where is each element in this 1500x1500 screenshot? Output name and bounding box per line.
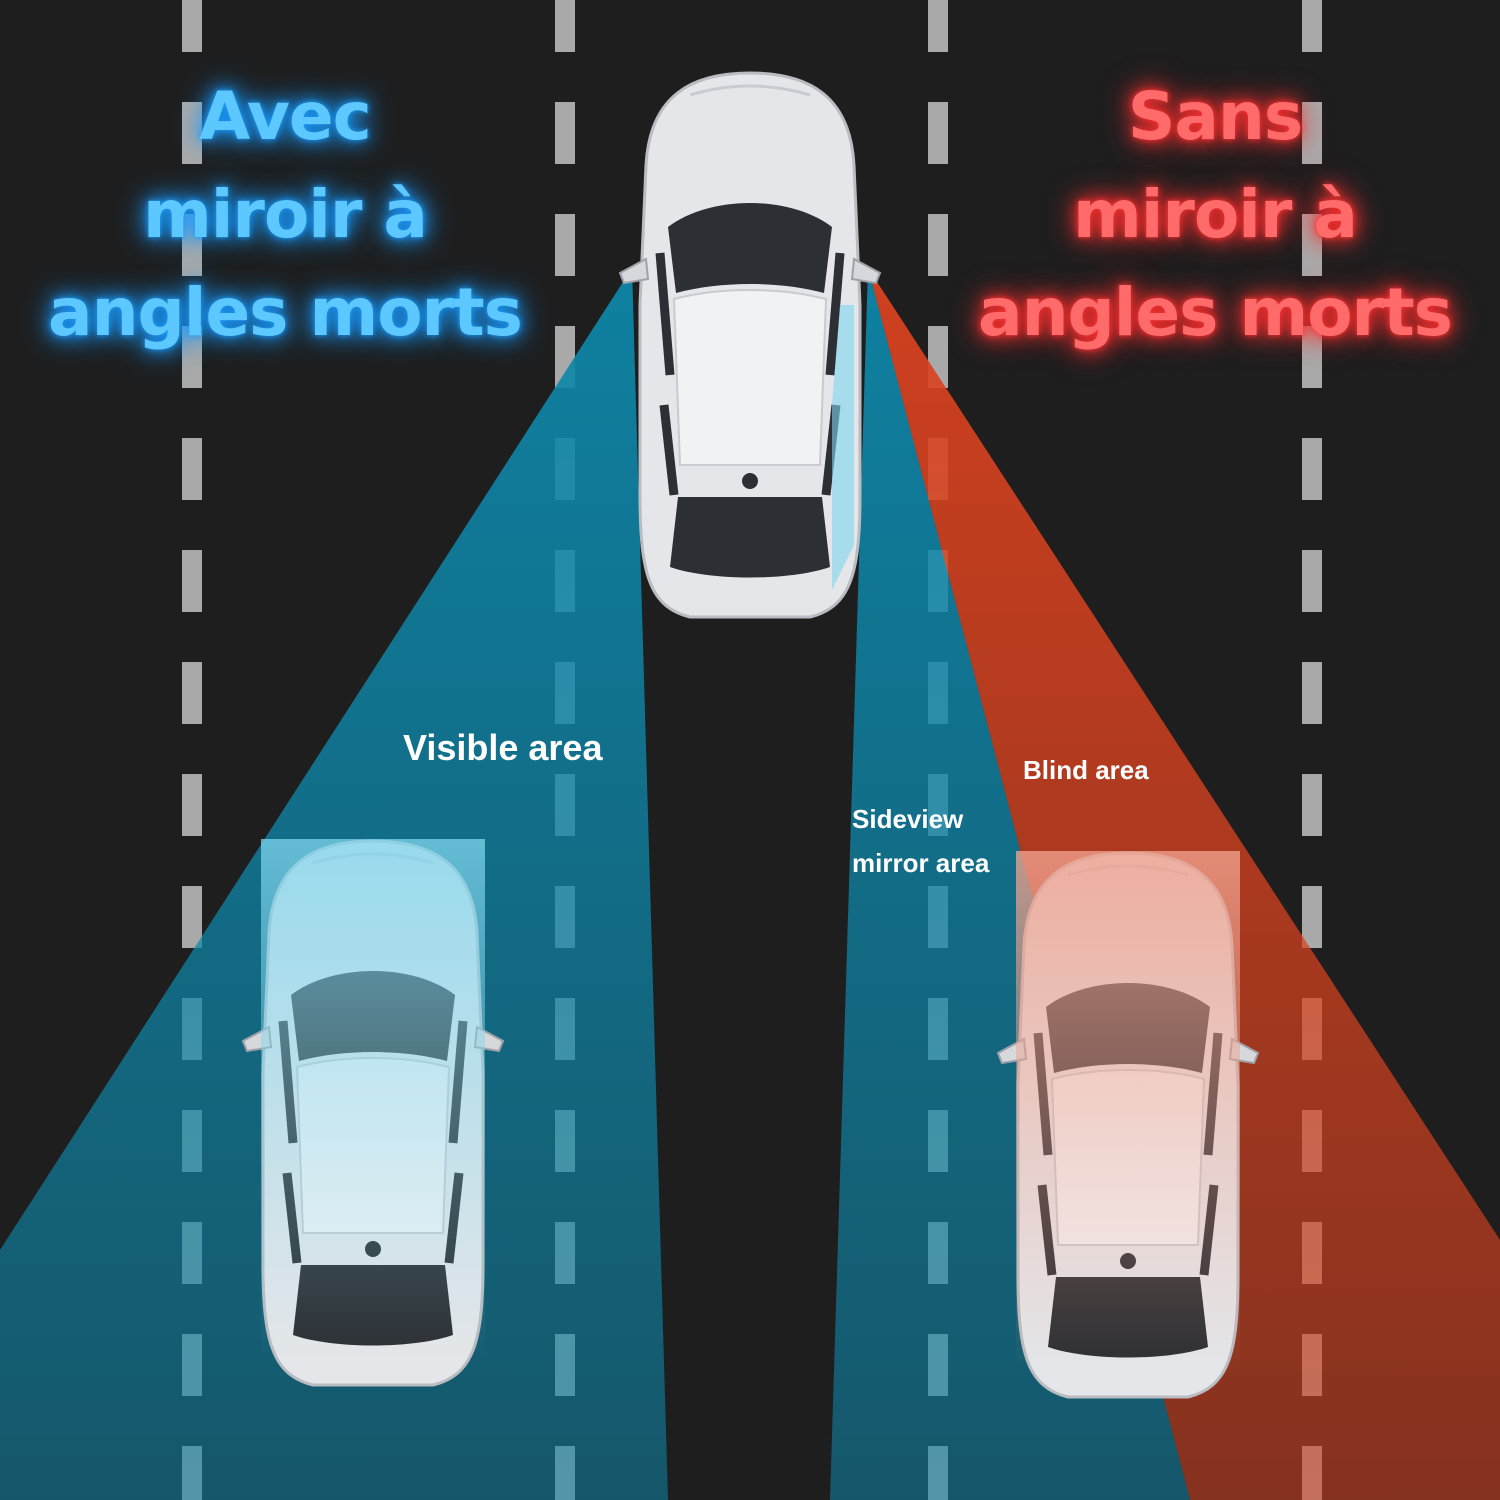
title-without-line-2: miroir à [1073,176,1358,253]
title-with-line-2: miroir à [143,176,428,253]
title-with-mirror: Avec miroir à angles morts [30,68,540,362]
visible-area-label: Visible area [403,727,603,768]
car-left [243,839,503,1385]
title-with-line-3: angles morts [48,274,523,351]
car-main [620,73,880,617]
title-with-line-1: Avec [199,78,372,155]
sideview-mirror-area-label: Sideview mirror area [852,797,989,885]
title-without-mirror: Sans miroir à angles morts [965,68,1465,362]
car-right [998,851,1258,1397]
title-without-line-3: angles morts [978,274,1453,351]
title-without-line-1: Sans [1127,78,1303,155]
sideview-label-line-2: mirror area [852,848,990,878]
blind-area-label: Blind area [1023,755,1149,785]
sideview-label-line-1: Sideview [852,804,964,834]
